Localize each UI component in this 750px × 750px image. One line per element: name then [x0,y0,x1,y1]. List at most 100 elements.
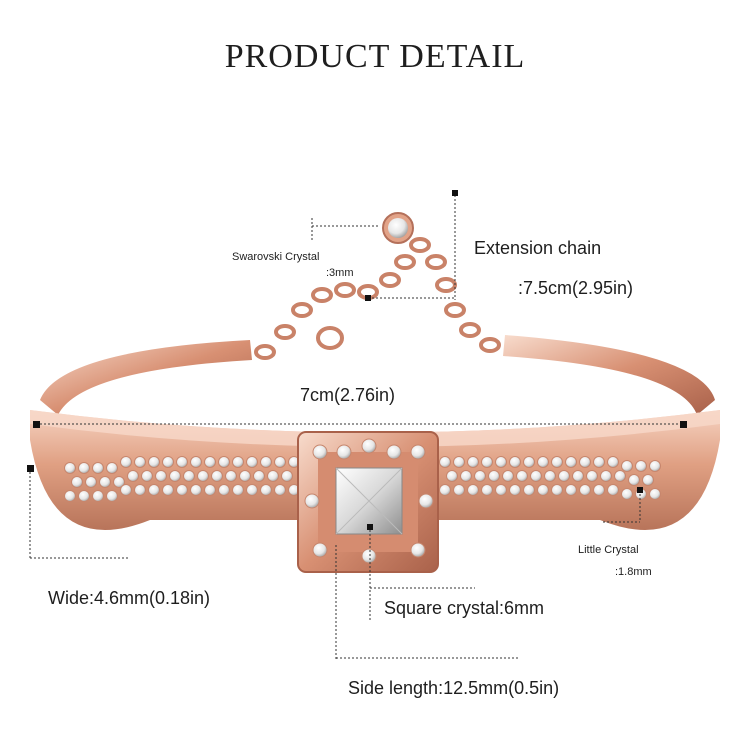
dimension-markers [29,195,684,660]
crystal-stone [474,470,486,482]
crystal-stone [446,470,458,482]
crystal-stone [190,456,202,468]
crystal-stone [232,456,244,468]
crystal-stone [246,456,258,468]
crystal-stone [523,456,535,468]
crystal-stone [253,470,265,482]
crystal-stone [453,484,465,496]
label-little-crystal-size: :1.8mm [615,566,652,578]
label-extension-length: :7.5cm(2.95in) [518,278,634,298]
crystal-stone [600,470,612,482]
dimension-endpoints [27,190,687,530]
label-square-crystal: Square crystal:6mm [384,598,545,618]
crystal-stone [134,456,146,468]
crystal-stone [312,444,328,460]
crystal-stone [649,460,661,472]
crystal-stone [127,470,139,482]
crystal-stone [502,470,514,482]
crystal-stone [120,456,132,468]
crystal-stone [607,456,619,468]
crystal-stone [467,456,479,468]
crystal-stone [113,476,125,488]
crystal-stone [361,548,377,564]
crystal-stone [169,470,181,482]
crystal-stone [544,470,556,482]
crystal-stone [551,456,563,468]
crystal-stone [85,476,97,488]
crystal-stone [148,484,160,496]
crystal-stone [225,470,237,482]
crystal-stone [439,484,451,496]
crystal-stone [155,470,167,482]
crystal-stone [481,456,493,468]
crystal-stone [572,470,584,482]
crystal-stone [579,456,591,468]
crystal-stone [232,484,244,496]
crystal-stone [183,470,195,482]
crystal-stone [197,470,209,482]
crystal-stone [78,462,90,474]
crystal-stone [176,484,188,496]
crystal-stone [537,456,549,468]
crystal-stone [509,456,521,468]
crystal-stone [304,493,320,509]
crystal-stone [106,490,118,502]
crystal-stone [148,456,160,468]
crystal-stone [509,484,521,496]
crystal-stone [204,484,216,496]
label-extension-chain: Extension chain [474,238,602,258]
crystal-stone [558,470,570,482]
crystal-stone [211,470,223,482]
bangle-upper-band [40,335,715,415]
square-center-setting [297,431,439,573]
crystal-stone [92,490,104,502]
crystal-stone [92,462,104,474]
crystal-stone [361,438,377,454]
crystal-stone [439,456,451,468]
crystal-stone [621,488,633,500]
crystal-stone [551,484,563,496]
crystal-stone [204,456,216,468]
swarovski-crystal-charm [382,212,414,244]
crystal-stone [260,456,272,468]
crystal-stone [488,470,500,482]
crystal-stone [607,484,619,496]
crystal-stone [190,484,202,496]
crystal-stone [495,484,507,496]
crystal-stone [64,462,76,474]
crystal-stone [495,456,507,468]
crystal-stone [120,484,132,496]
crystal-stone [410,444,426,460]
crystal-stone [134,484,146,496]
crystal-stone [176,456,188,468]
crystal-stone [162,456,174,468]
pave-crystal-rows [64,456,661,502]
crystal-stone [99,476,111,488]
crystal-stone [312,542,328,558]
crystal-stone [386,444,402,460]
crystal-stone [523,484,535,496]
crystal-stone [537,484,549,496]
crystal-stone [71,476,83,488]
crystal-stone [239,470,251,482]
crystal-stone [453,456,465,468]
label-wide: Wide:4.6mm(0.18in) [48,588,211,608]
crystal-stone [579,484,591,496]
crystal-stone [78,490,90,502]
crystal-stone [586,470,598,482]
crystal-stone [593,456,605,468]
crystal-stone [246,484,258,496]
crystal-stone [530,470,542,482]
crystal-stone [481,484,493,496]
label-side-length: Side length:12.5mm(0.5in) [348,678,560,698]
crystal-stone [267,470,279,482]
crystal-stone [628,474,640,486]
crystal-stone [106,462,118,474]
page-title: PRODUCT DETAIL [224,38,526,75]
label-swarovski-crystal: Swarovski Crystal [232,251,320,263]
crystal-stone [274,484,286,496]
crystal-stone [418,493,434,509]
crystal-stone [460,470,472,482]
label-length: 7cm(2.76in) [300,385,396,405]
